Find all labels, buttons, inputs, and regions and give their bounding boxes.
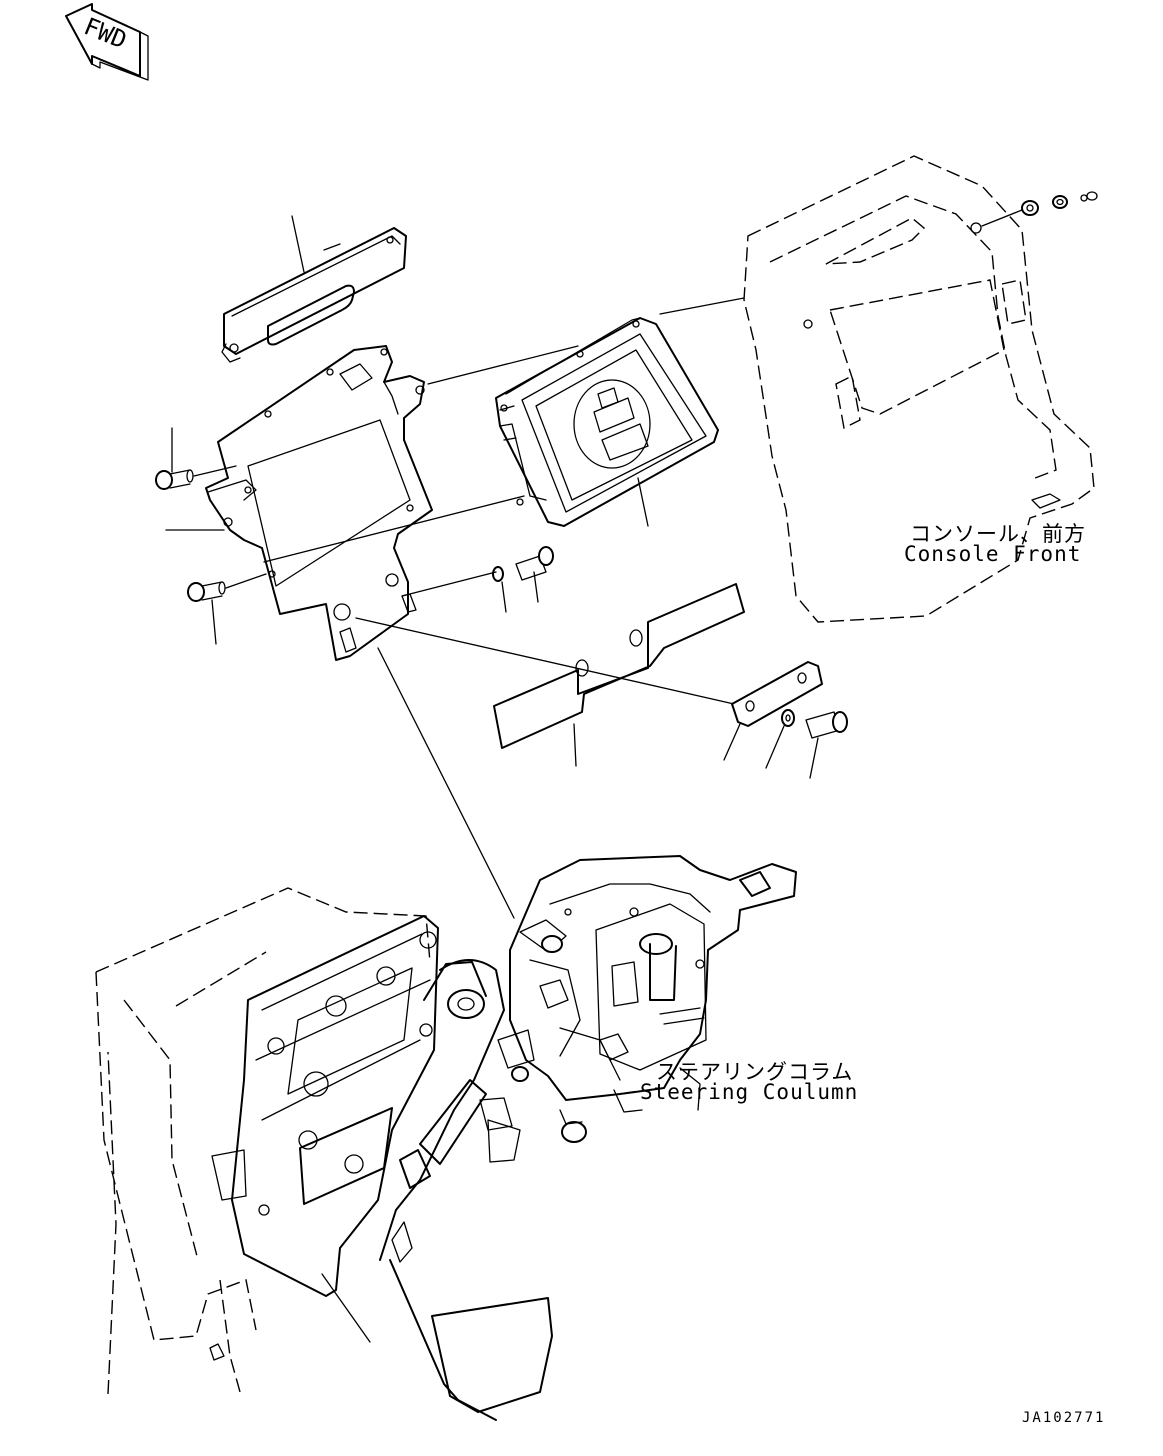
forward-direction-arrow-icon: FWD [65,3,149,81]
console-front-label-jp: コンソール、前方 [910,522,1086,546]
console-screw [1080,191,1098,202]
steering-column-label-jp: ステアリングコラム [656,1060,854,1084]
bracket-washer [492,566,504,582]
plate-washer [781,709,795,727]
bracket-bolt-mid [515,546,554,581]
drawing-id: JA102771 [1022,1410,1106,1426]
steering-column-assembly [95,855,797,1421]
retaining-plate [731,661,823,727]
steering-column-label-en: Steering Coulumn [640,1080,859,1104]
mounting-bracket [205,345,433,661]
bracket-bolt-lower [187,581,226,602]
console-nut [1021,200,1039,216]
plate-bolt [805,711,848,739]
console-front-outline [743,155,1095,623]
controller-unit [495,317,719,527]
bracket-bolt-upper [155,469,194,490]
fwd-arrow-text: FWD [80,12,131,54]
insulation-sheet [493,583,745,749]
console-washer [1052,195,1068,209]
top-cover [221,227,407,363]
console-front-label-en: Console Front [904,542,1082,566]
